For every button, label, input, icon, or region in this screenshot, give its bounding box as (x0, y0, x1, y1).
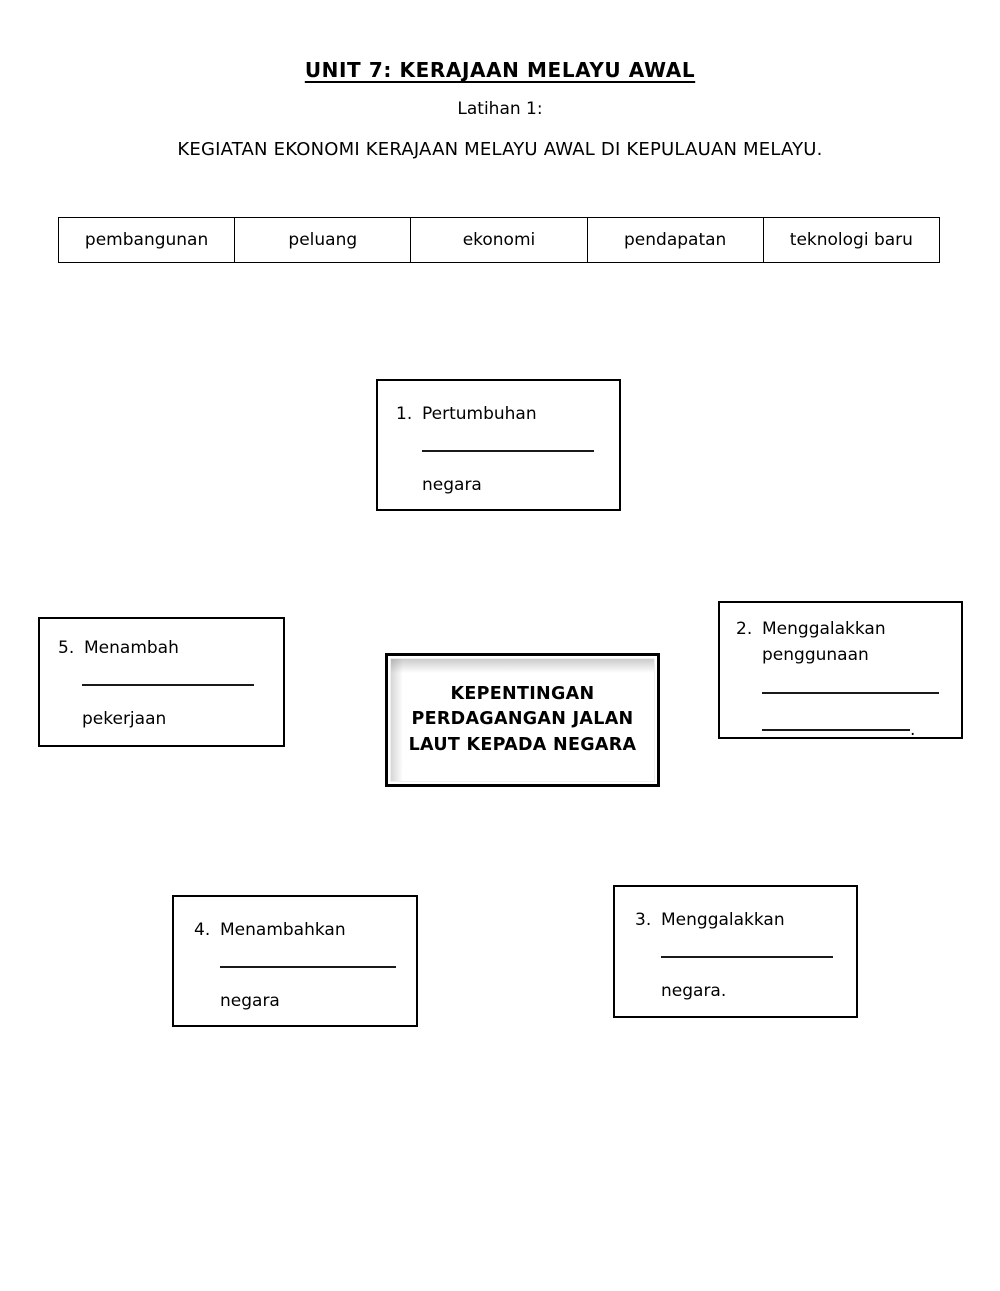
answer-box-4-blank-row (194, 954, 402, 980)
answer-box-4[interactable]: 4. Menambahkan negara (172, 895, 418, 1027)
word-bank-table: pembangunan peluang ekonomi pendapatan t… (57, 217, 941, 263)
answer-box-2-heading: 2. Menggalakkan (736, 616, 949, 642)
answer-box-2-text: Menggalakkan (762, 619, 886, 639)
answer-box-3-suffix: negara. (661, 980, 727, 1001)
answer-blank-line[interactable] (762, 691, 939, 694)
spacer (736, 669, 949, 680)
central-concept-line-1: KEPENTINGAN (450, 683, 595, 704)
answer-box-4-number: 4. (194, 920, 211, 940)
central-concept-box: KEPENTINGAN PERDAGANGAN JALAN LAUT KEPAD… (385, 653, 660, 787)
answer-box-2[interactable]: 2. Menggalakkan penggunaan . (718, 601, 963, 740)
word-bank-cell-1[interactable]: pembangunan (57, 217, 236, 263)
answer-box-2-trailing: . (910, 720, 916, 741)
answer-blank-line[interactable] (82, 684, 254, 687)
answer-box-3-heading: 3. Menggalakkan (635, 907, 842, 933)
spacer (736, 706, 949, 717)
spacer (58, 699, 269, 706)
word-bank-cell-5[interactable]: teknologi baru (762, 217, 941, 263)
answer-box-2-blank-row-1 (736, 680, 949, 706)
answer-box-2-number: 2. (736, 619, 753, 639)
instruction-text: KEGIATAN EKONOMI KERAJAAN MELAYU AWAL DI… (177, 139, 823, 160)
answer-box-1-suffix: negara (422, 474, 482, 495)
answer-box-3-number: 3. (635, 910, 652, 930)
answer-box-4-suffix: negara (220, 990, 280, 1011)
table-row: pembangunan peluang ekonomi pendapatan t… (57, 217, 941, 263)
answer-box-5-number: 5. (58, 638, 75, 658)
answer-box-4-heading: 4. Menambahkan (194, 917, 402, 943)
answer-box-5-text: Menambah (84, 638, 179, 658)
answer-box-5-heading: 5. Menambah (58, 635, 269, 661)
answer-box-1[interactable]: 1. Pertumbuhan negara (376, 379, 621, 511)
answer-box-1-blank-row (396, 438, 603, 464)
central-concept-line-2: PERDAGANGAN JALAN (411, 709, 634, 730)
answer-box-3[interactable]: 3. Menggalakkan negara. (613, 885, 858, 1018)
answer-box-5[interactable]: 5. Menambah pekerjaan (38, 617, 285, 747)
spacer (396, 465, 603, 472)
spacer (635, 933, 842, 944)
answer-box-2-blank-row-2: . (736, 717, 949, 743)
spacer (635, 971, 842, 978)
answer-box-1-number: 1. (396, 404, 413, 424)
exercise-label: Latihan 1: (457, 99, 543, 119)
answer-box-1-heading: 1. Pertumbuhan (396, 401, 603, 427)
answer-box-3-text: Menggalakkan (661, 910, 785, 930)
spacer (194, 981, 402, 988)
answer-box-3-blank-row (635, 944, 842, 970)
answer-box-1-text: Pertumbuhan (422, 404, 537, 424)
answer-blank-line[interactable] (762, 729, 910, 732)
answer-blank-line[interactable] (220, 966, 396, 969)
central-concept-text: KEPENTINGAN PERDAGANGAN JALAN LAUT KEPAD… (390, 658, 655, 782)
answer-blank-line[interactable] (422, 450, 594, 453)
word-bank-cell-2[interactable]: peluang (234, 217, 412, 263)
spacer (396, 427, 603, 438)
page-title: UNIT 7: KERAJAAN MELAYU AWAL (304, 58, 696, 82)
answer-blank-line[interactable] (661, 956, 833, 959)
answer-box-5-blank-row (58, 672, 269, 698)
word-bank-cell-3[interactable]: ekonomi (410, 217, 588, 263)
answer-box-5-suffix: pekerjaan (82, 708, 167, 729)
central-concept-line-3: LAUT KEPADA NEGARA (408, 734, 637, 755)
answer-box-4-text: Menambahkan (220, 920, 346, 940)
spacer (58, 661, 269, 672)
spacer (194, 943, 402, 954)
answer-box-2-text-line2: penggunaan (762, 645, 869, 666)
word-bank-cell-4[interactable]: pendapatan (586, 217, 764, 263)
